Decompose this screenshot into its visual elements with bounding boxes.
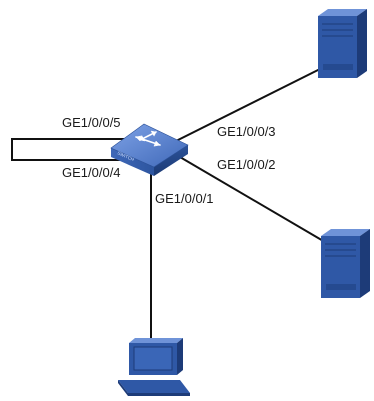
loop-link-ge5-ge4 — [11, 138, 125, 161]
pc-icon — [118, 338, 190, 396]
switch: SWITCH — [110, 123, 189, 176]
port-label-ge3: GE1/0/0/3 — [217, 124, 276, 139]
link-ge3-server-top — [167, 67, 323, 146]
port-label-ge1: GE1/0/0/1 — [155, 191, 214, 206]
link-ge2-server-bottom — [167, 149, 326, 243]
port-labels: GE1/0/0/5 GE1/0/0/4 GE1/0/0/3 GE1/0/0/2 … — [62, 115, 276, 206]
pc — [118, 338, 190, 396]
server-icon — [321, 229, 370, 298]
server-bottom — [321, 229, 370, 298]
port-label-ge2: GE1/0/0/2 — [217, 157, 276, 172]
server-top — [318, 9, 367, 78]
switch-text: SWITCH — [117, 150, 135, 162]
port-label-ge5: GE1/0/0/5 — [62, 115, 121, 130]
server-icon — [318, 9, 367, 78]
port-label-ge4: GE1/0/0/4 — [62, 165, 121, 180]
switch-icon — [110, 123, 189, 176]
links — [11, 67, 326, 342]
